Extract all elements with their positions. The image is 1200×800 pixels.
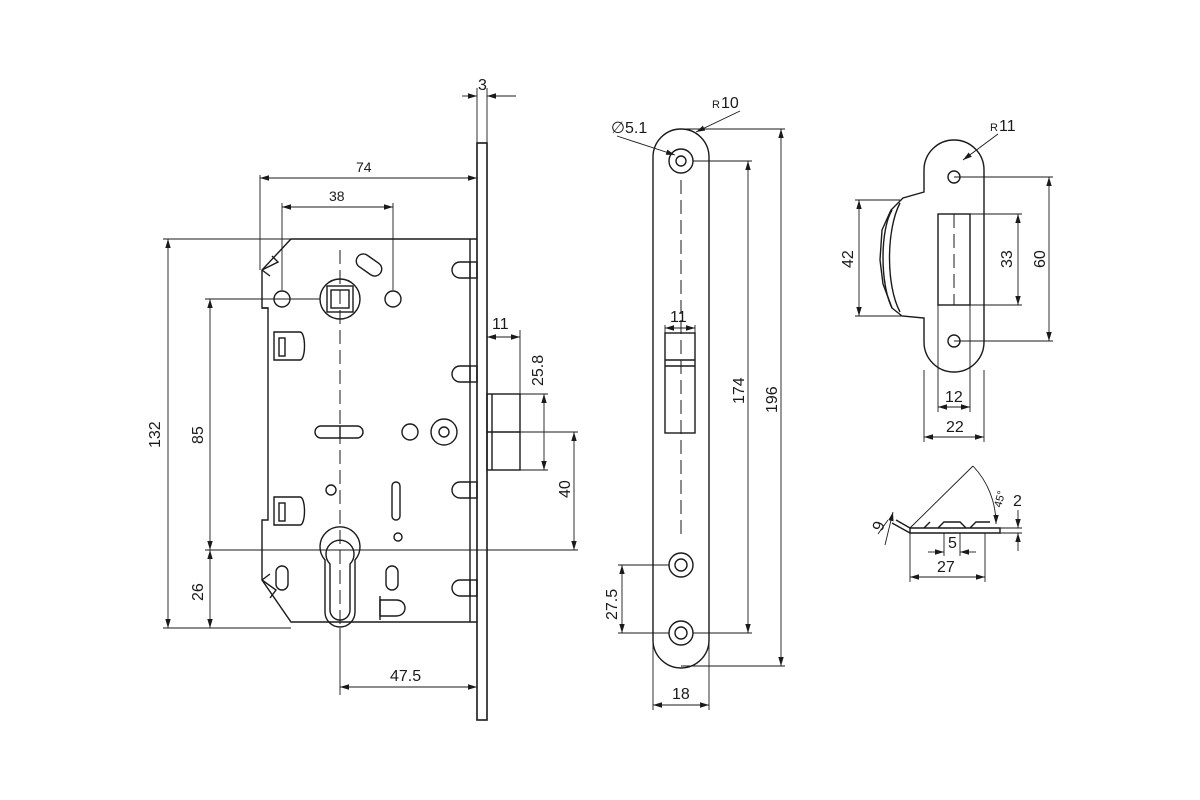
- dim-height-total: 132: [147, 421, 164, 448]
- dim-hole-diameter-symbol: ∅: [611, 120, 625, 137]
- faceplate-latch-opening: [664, 332, 696, 434]
- dim-bolt-width: 11: [670, 309, 687, 326]
- dim-section-angle: 45°: [992, 490, 1008, 509]
- dim-faceplate-thickness: 3: [478, 77, 487, 94]
- strike-section-view: 9 45° 2 5 27: [870, 465, 1022, 582]
- dim-hole-spacing: 174: [731, 377, 748, 404]
- dim-latch-projection: 11: [492, 316, 509, 333]
- dim-cylinder-to-bottom: 26: [190, 583, 207, 601]
- dim-backset-total: 74: [356, 159, 372, 175]
- dim-faceplate-length: 196: [764, 386, 781, 413]
- dim-section-thickness: 2: [1013, 493, 1022, 510]
- strike-plate-outline: [879, 139, 985, 373]
- dim-strike-length: 60: [1032, 250, 1049, 268]
- lock-body-view: 3 74 38 132 85 26 47.5 11 25.8 40: [147, 77, 578, 721]
- dim-section-length: 27: [937, 559, 955, 576]
- dim-lip-height: 42: [840, 250, 857, 268]
- dim-section-lip: 9: [870, 519, 889, 533]
- faceplate-view: ∅ 5.1 R 10 11 174 196 27.5 18: [604, 95, 785, 710]
- dim-faceplate-width: 18: [672, 686, 690, 703]
- dim-latch-height: 25.8: [530, 355, 547, 386]
- dim-backset-square: 38: [329, 188, 345, 204]
- dim-square-to-cylinder: 85: [190, 426, 207, 444]
- dim-strike-radius-symbol: R: [990, 122, 998, 134]
- dim-section-slot: 5: [948, 535, 957, 552]
- dim-strike-width: 22: [946, 419, 964, 436]
- dim-lower-holes: 27.5: [604, 589, 621, 620]
- dim-opening-height: 33: [999, 250, 1016, 268]
- dim-corner-radius-symbol: R: [712, 99, 720, 111]
- faceplate-screw-heads: [451, 261, 478, 597]
- strike-section-outline: [909, 527, 1001, 534]
- lock-case-outline: [261, 238, 477, 623]
- lock-faceplate: [476, 142, 488, 721]
- spindle-square: [319, 278, 361, 320]
- dim-opening-width: 12: [945, 389, 963, 406]
- dim-latch-offset: 40: [557, 480, 574, 498]
- dim-cylinder-backset: 47.5: [390, 668, 421, 685]
- dim-hole-diameter: 5.1: [625, 120, 647, 137]
- dim-strike-radius: 11: [999, 118, 1016, 135]
- dim-corner-radius: 10: [721, 95, 739, 112]
- strike-plate-view: R 11 42 33 60 12 22: [840, 118, 1053, 442]
